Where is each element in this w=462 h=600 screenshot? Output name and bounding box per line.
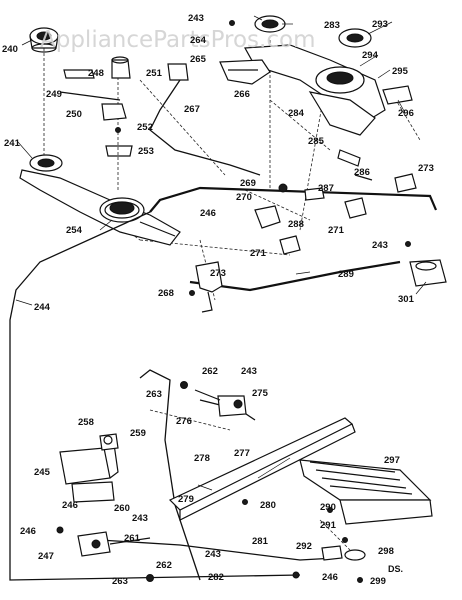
callout-277: 277 <box>234 448 250 459</box>
callout-259: 259 <box>130 428 146 439</box>
callout-243: 243 <box>132 513 148 524</box>
control-valve-middle <box>180 381 247 417</box>
callout-262: 262 <box>202 366 218 377</box>
leader-lines <box>15 15 427 491</box>
oven-control-valve <box>59 433 119 503</box>
callout-246: 246 <box>322 572 338 583</box>
callout-244: 244 <box>34 302 51 313</box>
ignitor-parts-lower-right <box>242 499 366 583</box>
callout-246: 246 <box>62 500 78 511</box>
spark-module <box>409 259 447 287</box>
callout-299: 299 <box>370 576 386 587</box>
callout-296: 296 <box>398 108 414 119</box>
callout-254: 254 <box>66 225 83 236</box>
callout-291: 291 <box>320 520 337 531</box>
callout-285: 285 <box>308 136 325 147</box>
ignitor-components-top-left <box>59 56 189 157</box>
callout-258: 258 <box>78 417 94 428</box>
callout-301: 301 <box>398 294 415 305</box>
burner-bracket <box>219 59 271 85</box>
callout-288: 288 <box>288 219 304 230</box>
callout-281: 281 <box>252 536 269 547</box>
drawing-code: DS. <box>388 564 403 574</box>
burner-assembly-left <box>19 154 181 246</box>
callout-267: 267 <box>184 104 200 115</box>
callout-268: 268 <box>158 288 174 299</box>
pressure-regulator <box>56 526 154 582</box>
callout-289: 289 <box>338 269 354 280</box>
callout-labels: 240 241 243 243 243 243 243 244 245 246 … <box>2 13 434 587</box>
callout-246: 246 <box>20 526 36 537</box>
callout-240: 240 <box>2 44 18 55</box>
callout-287: 287 <box>318 183 334 194</box>
callout-263: 263 <box>112 576 128 587</box>
callout-276: 276 <box>176 416 192 427</box>
callout-273: 273 <box>210 268 226 279</box>
callout-243: 243 <box>205 549 221 560</box>
valve-parts-middle <box>189 20 417 313</box>
callout-250: 250 <box>66 109 82 120</box>
callout-269: 269 <box>240 178 256 189</box>
callout-298: 298 <box>378 546 394 557</box>
burner-assembly-right <box>244 15 386 136</box>
callout-253: 253 <box>138 146 154 157</box>
callout-241: 241 <box>4 138 21 149</box>
callout-275: 275 <box>252 388 269 399</box>
callout-282: 282 <box>208 572 224 583</box>
callout-293: 293 <box>372 19 388 30</box>
callout-284: 284 <box>288 108 305 119</box>
callout-245: 245 <box>34 467 51 478</box>
callout-279: 279 <box>178 494 194 505</box>
callout-265: 265 <box>190 54 207 65</box>
callout-286: 286 <box>354 167 370 178</box>
callout-252: 252 <box>137 122 153 133</box>
callout-262: 262 <box>156 560 172 571</box>
callout-292: 292 <box>296 541 312 552</box>
callout-297: 297 <box>384 455 400 466</box>
callout-260: 260 <box>114 503 130 514</box>
callout-246: 246 <box>200 208 216 219</box>
callout-295: 295 <box>392 66 409 77</box>
callout-263: 263 <box>146 389 162 400</box>
oven-burner-assembly <box>168 417 433 525</box>
watermark-text: AppliancePartsPros.com <box>40 27 315 53</box>
callout-251: 251 <box>146 68 163 79</box>
callout-264: 264 <box>190 35 207 46</box>
callout-278: 278 <box>194 453 210 464</box>
callout-280: 280 <box>260 500 276 511</box>
callout-243: 243 <box>372 240 388 251</box>
callout-290: 290 <box>320 502 336 513</box>
callout-243: 243 <box>241 366 257 377</box>
callout-271: 271 <box>328 225 345 236</box>
callout-261: 261 <box>124 533 141 544</box>
gas-tubing <box>9 79 438 581</box>
callout-283: 283 <box>324 20 340 31</box>
burner-head-top-left <box>29 27 59 53</box>
callout-271: 271 <box>250 248 267 259</box>
callout-273: 273 <box>418 163 434 174</box>
callout-243: 243 <box>188 13 204 24</box>
callout-248: 248 <box>88 68 104 79</box>
callout-294: 294 <box>362 50 379 61</box>
callout-247: 247 <box>38 551 54 562</box>
callout-266: 266 <box>234 89 250 100</box>
callout-270: 270 <box>236 192 252 203</box>
callout-249: 249 <box>46 89 62 100</box>
